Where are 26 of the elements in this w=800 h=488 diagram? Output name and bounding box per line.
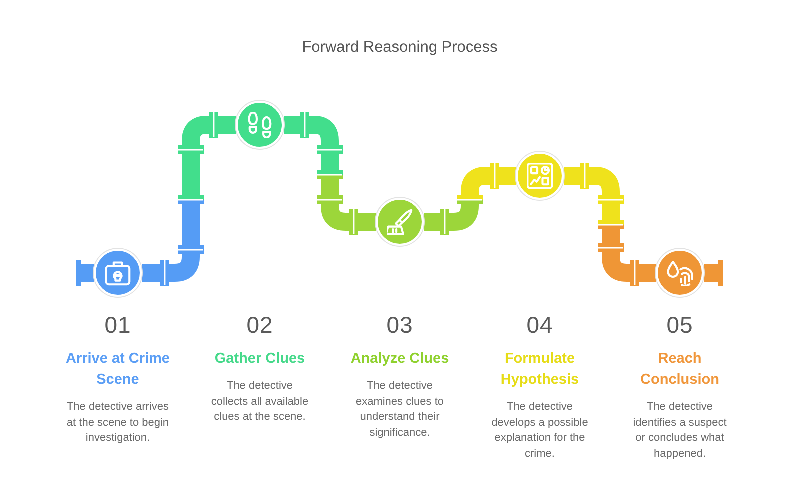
step-description: The detective examines clues to understand their significance. bbox=[354, 379, 446, 440]
step-title: Gather Clues bbox=[214, 350, 306, 369]
step-title: Formulate Hypothesis bbox=[500, 350, 580, 390]
step-description: The detective identifies a suspect or concludes what happened. bbox=[632, 400, 728, 462]
step-circle bbox=[376, 198, 424, 246]
step-number: 02 bbox=[246, 311, 274, 339]
step-number: 01 bbox=[104, 311, 132, 339]
step-number: 03 bbox=[386, 311, 414, 339]
step-title: Analyze Clues bbox=[350, 350, 450, 369]
step-circle bbox=[656, 249, 704, 297]
step-circle bbox=[516, 152, 564, 200]
step-description: The detective collects all available clues at the scene. bbox=[210, 379, 310, 425]
step-title: Arrive at Crime Scene bbox=[65, 350, 171, 390]
pipe-connector bbox=[424, 167, 516, 231]
step-number: 04 bbox=[526, 311, 554, 339]
step-circle bbox=[236, 101, 284, 149]
pipe-connector bbox=[704, 264, 721, 282]
diagram-title: Forward Reasoning Process bbox=[302, 38, 498, 58]
step-description: The detective arrives at the scene to begin investigation. bbox=[66, 400, 170, 446]
step-title: Reach Conclusion bbox=[640, 350, 720, 390]
pipe-connector bbox=[79, 264, 94, 282]
pipe-connector bbox=[564, 167, 656, 282]
step-number: 05 bbox=[666, 311, 694, 339]
step-circle bbox=[94, 249, 142, 297]
step-description: The detective develops a possible explanation for the crime. bbox=[490, 400, 590, 462]
pipe-connector bbox=[284, 116, 376, 231]
